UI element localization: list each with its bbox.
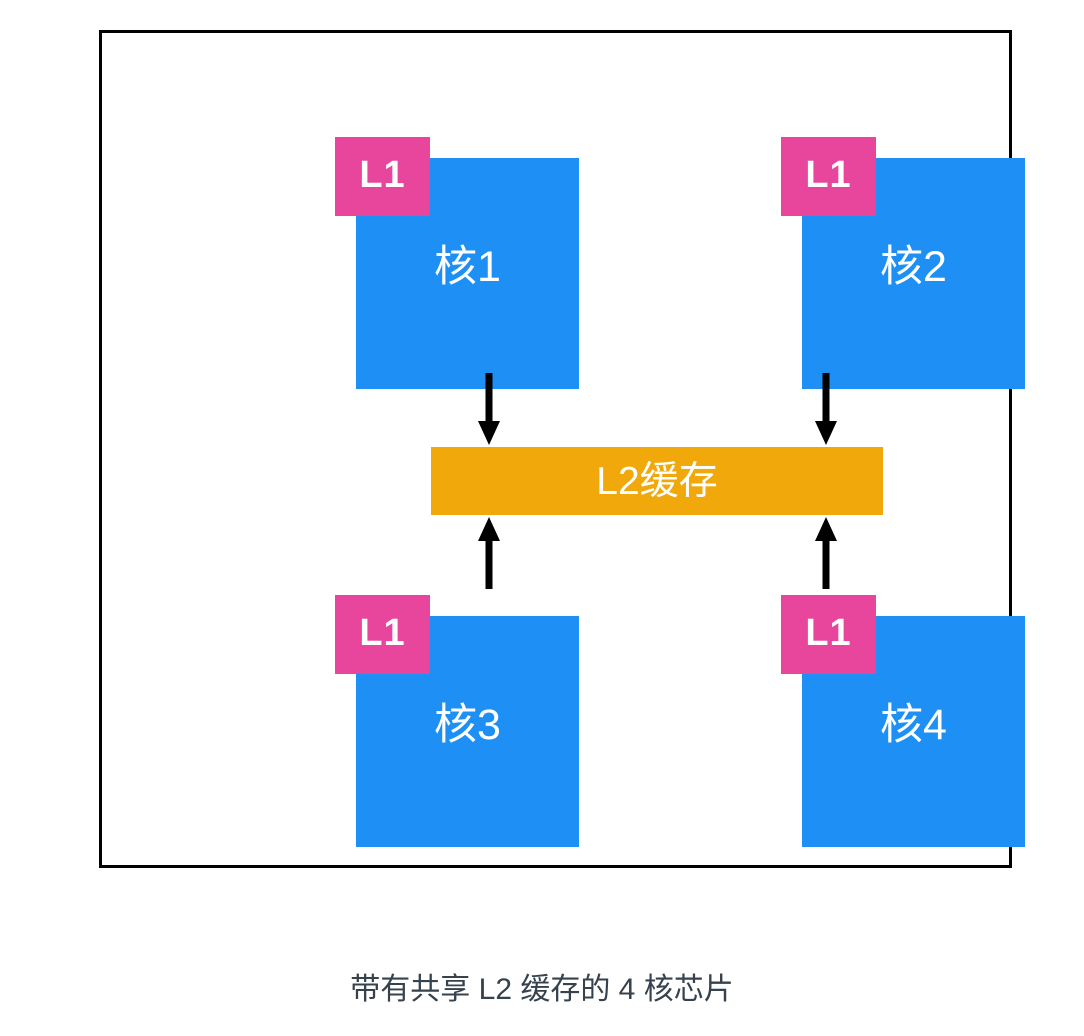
l1-cache-core4: L1 [781,595,876,674]
l1-cache-core2: L1 [781,137,876,216]
arrow-down-icon-core1-to-l2 [478,373,500,445]
l1-cache-core1: L1 [335,137,430,216]
l2-cache-label: L2缓存 [596,459,718,503]
core-label-core1: 核1 [434,243,501,291]
core-block-core3[interactable]: L1 核3 [335,595,579,847]
core-label-core2: 核2 [880,243,947,291]
arrow-down-icon-core2-to-l2 [815,373,837,445]
core-block-core2[interactable]: L1 核2 [781,137,1025,389]
core-block-core1[interactable]: L1 核1 [335,137,579,389]
arrow-up-icon-core3-to-l2 [478,517,500,589]
chip-boundary-frame: L1 核1 L1 核2 L1 核3 L1 核4 L2缓存 [99,30,1025,868]
core-label-core3: 核3 [434,701,501,749]
arrow-up-icon-core4-to-l2 [815,517,837,589]
l2-cache-bar[interactable]: L2缓存 [431,447,883,515]
l1-cache-core3: L1 [335,595,430,674]
core-label-core4: 核4 [880,701,947,749]
diagram-caption: 带有共享 L2 缓存的 4 核芯片 [350,973,734,1006]
core-block-core4[interactable]: L1 核4 [781,595,1025,847]
